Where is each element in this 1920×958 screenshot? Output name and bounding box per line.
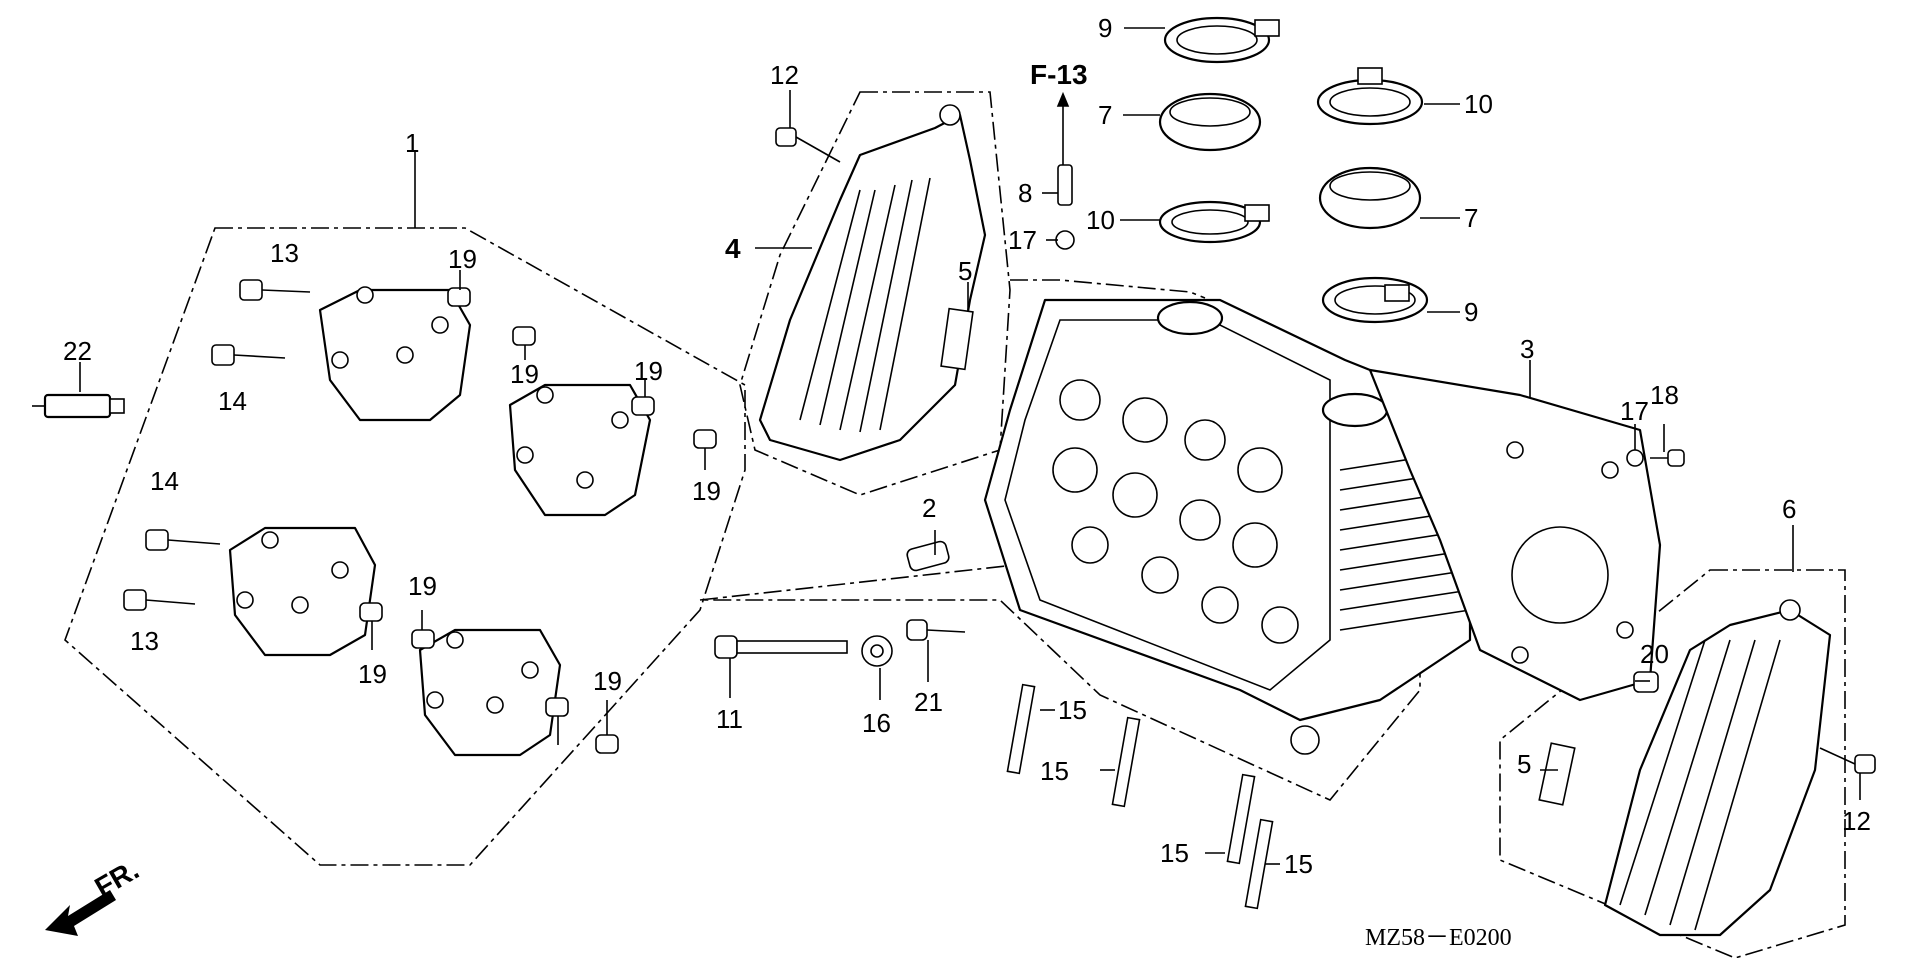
callout-19a: 19 [448, 244, 477, 274]
callout-18: 18 [1650, 380, 1679, 410]
callout-10a: 10 [1464, 89, 1493, 119]
head-cover-rear [758, 104, 987, 462]
callout-2: 2 [922, 493, 936, 523]
bolt-18 [1650, 449, 1685, 467]
callout-19g: 19 [593, 666, 622, 696]
callout-8: 8 [1018, 178, 1032, 208]
group-outline-4 [739, 91, 1011, 496]
callout-15b: 15 [1040, 756, 1069, 786]
intake-clamps [1158, 16, 1429, 324]
group-outline-1 [64, 227, 746, 866]
callout-3: 3 [1520, 334, 1534, 364]
ref-section-label: F-13 [1030, 59, 1088, 90]
rocker-holder-d [418, 628, 562, 757]
callout-13b: 13 [130, 626, 159, 656]
callout-19c: 19 [634, 356, 663, 386]
callout-21: 21 [914, 687, 943, 717]
callout-19d: 19 [692, 476, 721, 506]
callout-13a: 13 [270, 238, 299, 268]
group-outline-head [699, 519, 1421, 801]
callout-15a: 15 [1058, 695, 1087, 725]
callout-4: 4 [725, 233, 741, 264]
callout-22: 22 [63, 336, 92, 366]
bolt-12a [775, 127, 841, 163]
callout-14b: 14 [150, 466, 179, 496]
callout-17a: 17 [1008, 225, 1037, 255]
callout-16: 16 [862, 708, 891, 738]
callout-9a: 9 [1098, 13, 1112, 43]
leader-lines [79, 27, 1861, 865]
callout-19f: 19 [358, 659, 387, 689]
cylinder-head [983, 298, 1472, 755]
callout-5b: 5 [1517, 749, 1531, 779]
rocker-holder-a [318, 286, 472, 422]
head-gasket [1368, 368, 1662, 702]
callout-19e: 19 [408, 571, 437, 601]
callout-10b: 10 [1086, 205, 1115, 235]
callout-14a: 14 [218, 386, 247, 416]
callout-5a: 5 [958, 256, 972, 286]
bolt-13a [239, 279, 311, 301]
callout-20: 20 [1640, 639, 1669, 669]
rocker-holder-c [228, 526, 377, 657]
diagram-code: MZ58－E0200 [1365, 925, 1512, 951]
callout-9b: 9 [1464, 297, 1478, 327]
rocker-holder-b [508, 383, 652, 517]
spark-plug [32, 393, 125, 419]
bolt-11 [714, 635, 848, 659]
callout-17b: 17 [1620, 396, 1649, 426]
group-outline-top [1010, 279, 1206, 299]
callout-12a: 12 [770, 60, 799, 90]
callout-11: 11 [716, 704, 743, 734]
callout-1: 1 [405, 128, 419, 158]
callout-6: 6 [1782, 494, 1796, 524]
callout-7a: 7 [1098, 100, 1112, 130]
group-outline-6 [1499, 569, 1846, 958]
callout-19b: 19 [510, 359, 539, 389]
callout-15d: 15 [1284, 849, 1313, 879]
bolt-13b [123, 589, 196, 611]
bolt-12b [1819, 747, 1876, 774]
studs [1006, 683, 1274, 910]
bolt-14a [211, 344, 286, 366]
callout-7b: 7 [1464, 203, 1478, 233]
front-arrow-icon [45, 890, 116, 936]
front-marker: FR. [90, 854, 145, 903]
bolt-21 [906, 619, 966, 641]
callout-12b: 12 [1842, 806, 1871, 836]
head-cover-front [1603, 599, 1832, 937]
bolt-14b [145, 529, 221, 551]
dowel-pins [359, 164, 1659, 806]
callout-15c: 15 [1160, 838, 1189, 868]
